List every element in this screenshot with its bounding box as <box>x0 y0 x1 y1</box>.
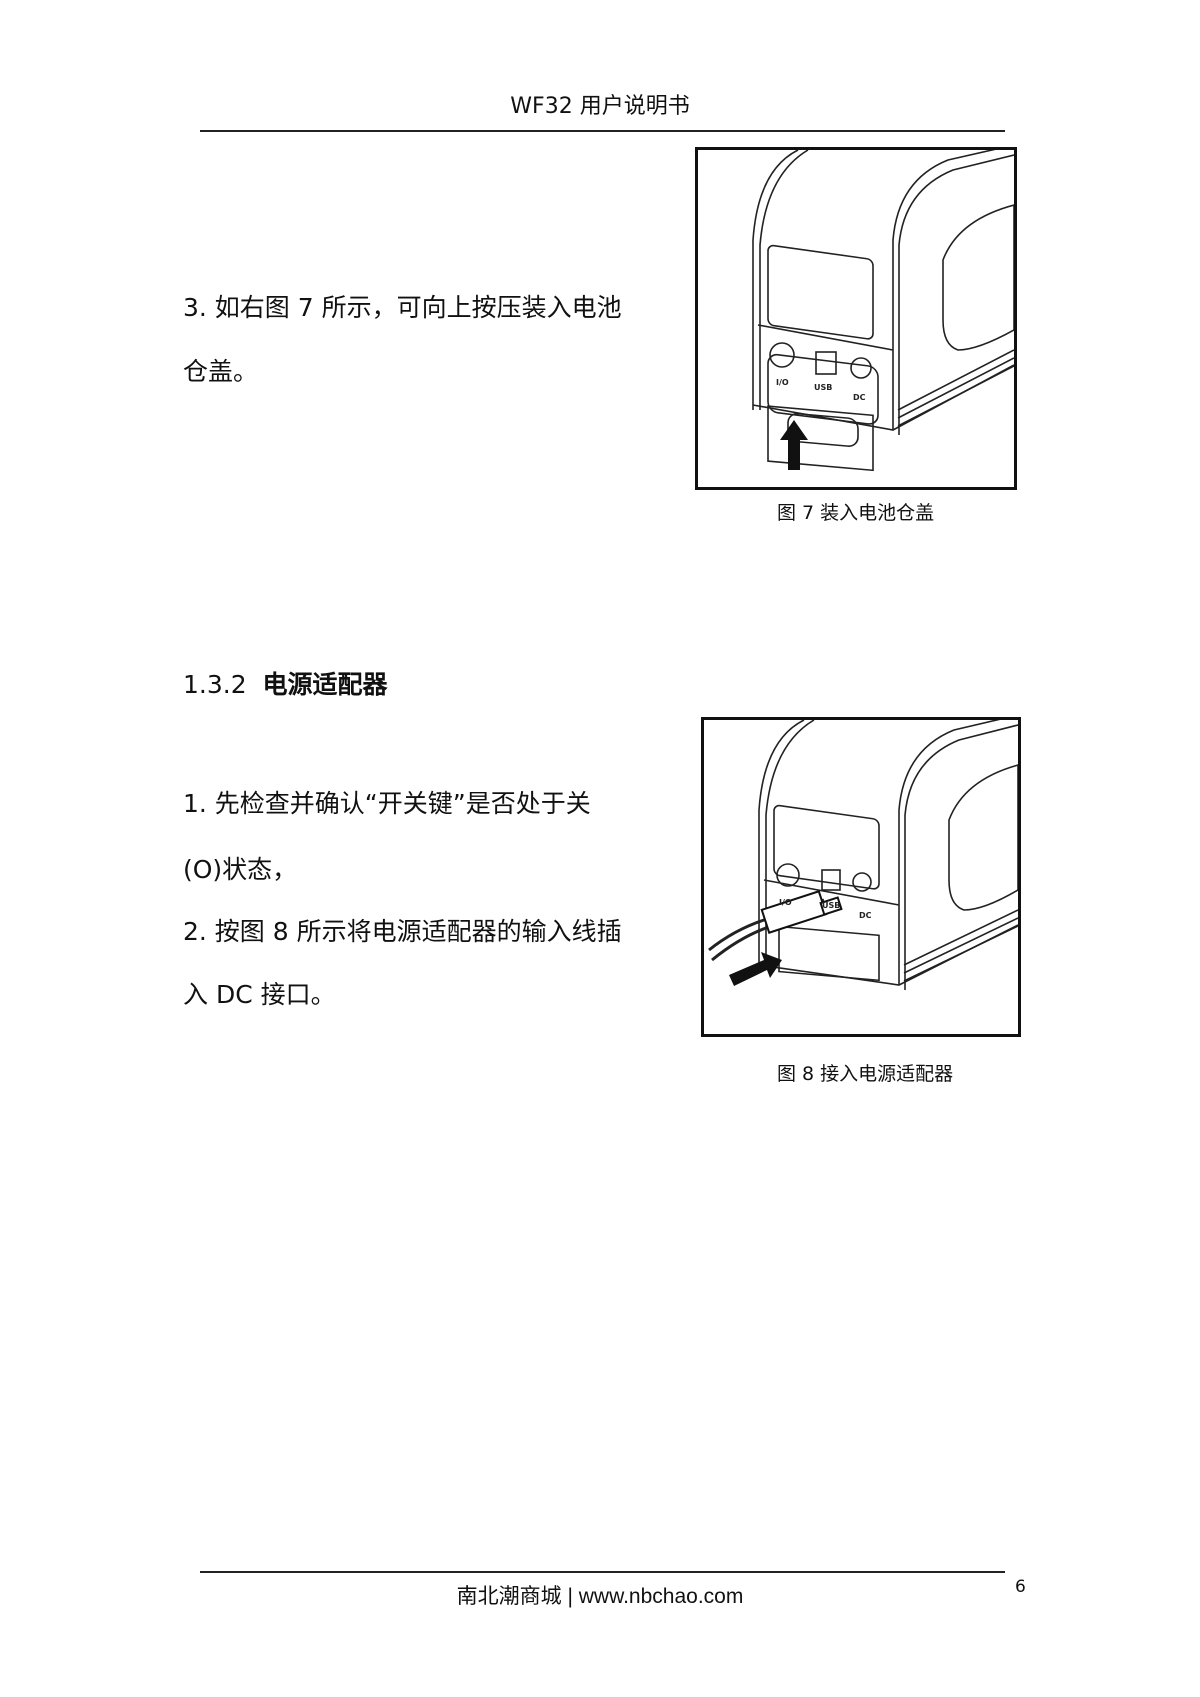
step-2-line1: 2. 按图 8 所示将电源适配器的输入线插 <box>183 917 622 946</box>
step-1-line1: 1. 先检查并确认“开关键”是否处于关 <box>183 789 591 818</box>
label-io: I/O <box>779 898 792 907</box>
step-3-line2: 仓盖。 <box>183 357 259 386</box>
arrow-right-icon <box>729 952 782 986</box>
figure-8-power-adapter: I/O USB DC <box>701 714 1021 1037</box>
page-header: WF32 用户说明书 <box>510 94 690 119</box>
device-illustration: I/O USB DC <box>752 144 1015 472</box>
device-illustration: I/O USB DC <box>708 714 1019 990</box>
label-dc: DC <box>859 911 872 920</box>
label-dc: DC <box>853 393 866 402</box>
step-1-line2: (O)状态， <box>183 855 298 884</box>
step-2-line2: 入 DC 接口。 <box>183 980 336 1009</box>
footer-divider <box>200 1571 1005 1573</box>
arrow-up-icon <box>780 420 808 470</box>
footer-text: 南北潮商城 | www.nbchao.com <box>456 1585 744 1608</box>
label-usb: USB <box>822 901 840 910</box>
page-number: 6 <box>1015 1577 1026 1597</box>
step-3-line1: 3. 如右图 7 所示，可向上按压装入电池 <box>183 293 622 322</box>
section-heading: 1.3.2 电源适配器 <box>183 665 388 701</box>
section-number: 1.3.2 <box>183 670 247 699</box>
label-usb: USB <box>814 383 832 392</box>
section-title: 电源适配器 <box>262 670 388 699</box>
header-divider <box>200 130 1005 132</box>
figure-7-battery-cover: I/O USB DC <box>695 144 1017 490</box>
figure-7-caption: 图 7 装入电池仓盖 <box>777 502 935 524</box>
label-io: I/O <box>776 378 789 387</box>
figure-8-caption: 图 8 接入电源适配器 <box>777 1063 954 1085</box>
